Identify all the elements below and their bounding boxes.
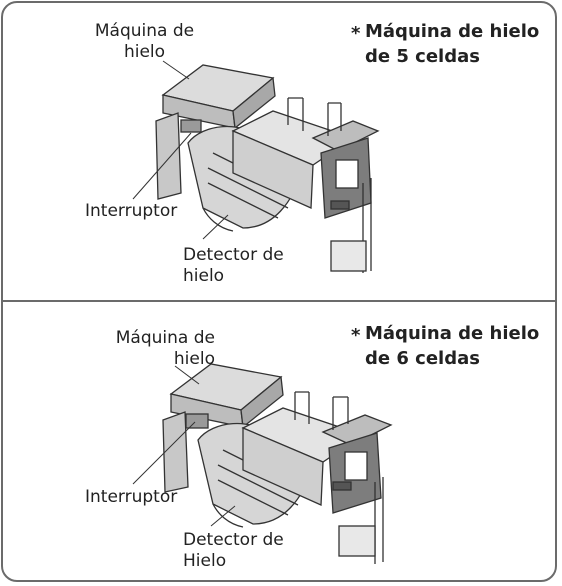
- ice-maker-5-cell-illustration: [132, 60, 380, 273]
- note-asterisk: *: [351, 325, 361, 346]
- panel-6-cell: Máquina de hielo Interruptor Detector de…: [3, 302, 555, 580]
- ice-maker-6-cell-illustration: [132, 363, 393, 564]
- label-switch: Interruptor: [85, 201, 178, 221]
- panel-title: Máquina de hielo de 5 celdas: [365, 21, 540, 67]
- label-ice-maker: Máquina de hielo: [115, 328, 215, 369]
- label-ice-detector: Detector de hielo: [183, 245, 284, 286]
- label-switch: Interruptor: [85, 487, 178, 507]
- panel-5-cell: Máquina de hielo Interruptor Detector de…: [3, 3, 555, 300]
- panel-divider: [3, 300, 555, 302]
- label-ice-maker: Máquina de hielo: [94, 21, 195, 62]
- label-ice-detector: Detector de Hielo: [183, 530, 284, 571]
- panel-title: Máquina de hielo de 6 celdas: [365, 323, 540, 369]
- note-asterisk: *: [351, 23, 361, 44]
